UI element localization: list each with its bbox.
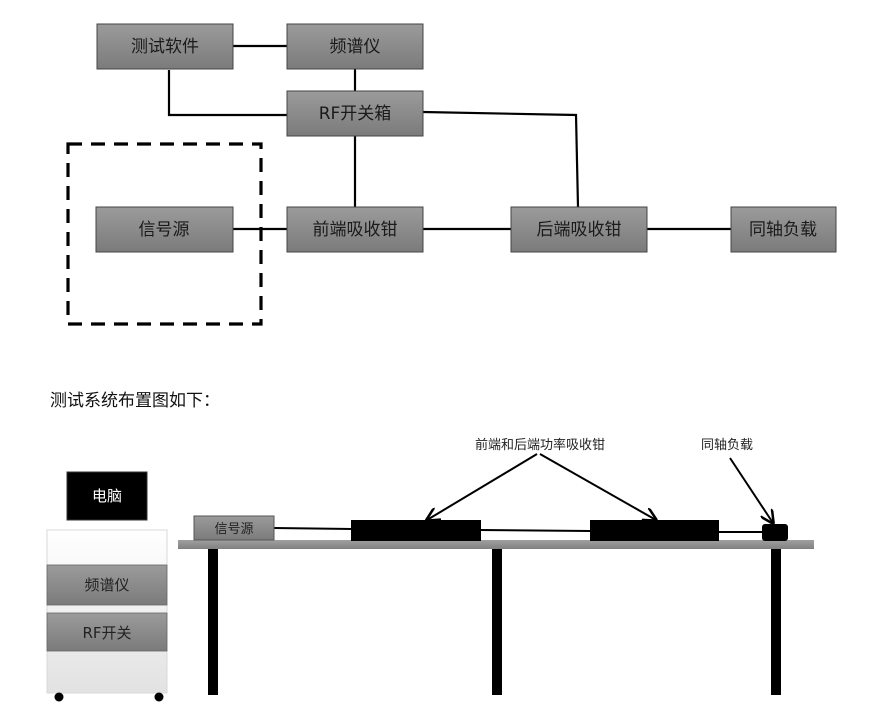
- rear-absorbing-clamp[interactable]: [590, 520, 719, 541]
- node-label: 信号源: [139, 220, 190, 240]
- edge-software-rfswitch: [167, 70, 287, 117]
- flow-connectors: [167, 44, 731, 231]
- node-coax-load[interactable]: 同轴负载: [730, 206, 837, 253]
- node-label: 频谱仪: [330, 37, 381, 57]
- table-top: [178, 540, 814, 549]
- node-test-software[interactable]: 测试软件: [96, 23, 234, 70]
- edge-rfswitch-rearclamp: [422, 110, 580, 208]
- node-label: 同轴负载: [749, 220, 817, 240]
- cart-slot-label: 频谱仪: [84, 576, 129, 594]
- table-signal-source-label: 信号源: [214, 522, 253, 537]
- front-absorbing-clamp[interactable]: [351, 520, 481, 541]
- dashed-group-frame: [66, 142, 263, 326]
- arrow-to-front-clamp: [427, 453, 538, 520]
- load-annotation: 同轴负载: [701, 438, 753, 453]
- arrow-to-rear-clamp: [539, 453, 656, 520]
- node-label: RF开关箱: [319, 104, 392, 124]
- cart-slot-spectrum-analyzer[interactable]: [46, 564, 168, 606]
- layout-caption: 测试系统布置图如下：: [50, 391, 220, 411]
- table-leg-right: [771, 549, 781, 695]
- cart-slot-label: RF开关: [82, 624, 131, 642]
- node-front-clamp[interactable]: 前端吸收钳: [286, 206, 424, 253]
- clamps-annotation: 前端和后端功率吸收钳: [475, 437, 605, 453]
- table-leg-middle: [492, 549, 502, 695]
- pc-label: 电脑: [92, 487, 122, 505]
- cart-wheel-left: [54, 692, 64, 702]
- table-cables: [273, 527, 763, 533]
- table-leg-left: [208, 549, 218, 695]
- test-table: [178, 540, 814, 695]
- cart-slot-rf-switch[interactable]: [46, 612, 168, 652]
- pc-box[interactable]: 电脑: [66, 471, 148, 521]
- arrow-to-coax-load: [729, 457, 773, 523]
- node-rear-clamp[interactable]: 后端吸收钳: [510, 206, 648, 253]
- coax-load-device[interactable]: [762, 524, 788, 541]
- node-label: 测试软件: [131, 37, 199, 57]
- node-rf-switch-box[interactable]: RF开关箱: [286, 90, 424, 137]
- node-label: 前端吸收钳: [313, 220, 398, 240]
- node-signal-source[interactable]: 信号源: [95, 206, 234, 253]
- table-signal-source[interactable]: 信号源: [193, 515, 275, 541]
- annotation-arrows: [427, 453, 773, 523]
- instrument-cart[interactable]: 频谱仪 RF开关: [46, 529, 168, 702]
- node-label: 后端吸收钳: [537, 220, 622, 240]
- node-spectrum-analyzer[interactable]: 频谱仪: [286, 23, 424, 70]
- cart-wheel-right: [154, 692, 164, 702]
